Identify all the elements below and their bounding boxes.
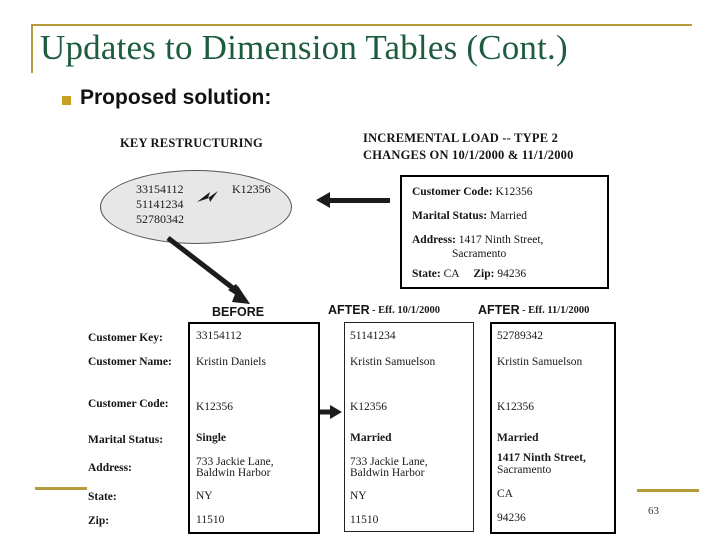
title-left-rule [31, 24, 33, 73]
source-zip-value: 94236 [497, 268, 527, 280]
source-state-label: State: [412, 268, 441, 280]
before-address-line1: 733 Jackie Lane, [196, 456, 274, 468]
load-arrow-head-icon [316, 192, 330, 208]
row-label-customer-code: Customer Code: [88, 398, 169, 410]
surrogate-key-2: 51141234 [136, 197, 184, 211]
after-1-marital-status: Married [350, 432, 392, 444]
before-marital-status: Single [196, 432, 227, 444]
source-address-row: Address: 1417 Ninth Street, [412, 234, 543, 246]
after-2-customer-name: Kristin Samuelson [497, 356, 583, 368]
after-1-customer-code: K12356 [350, 401, 388, 413]
after-2-zip: 94236 [497, 512, 526, 524]
after-1-column-box [344, 322, 474, 532]
source-address-line2: Sacramento [452, 248, 507, 260]
footer-bar-right [637, 489, 699, 492]
page-title: Updates to Dimension Tables (Cont.) [40, 28, 568, 67]
diagonal-arrow-icon [166, 236, 250, 304]
after-1-address-line1: 733 Jackie Lane, [350, 456, 428, 468]
heading-incremental-load-line1: INCREMENTAL LOAD -- TYPE 2 [363, 131, 559, 145]
after-2-customer-code: K12356 [497, 401, 535, 413]
before-customer-name: Kristin Daniels [196, 356, 266, 368]
natural-key: K12356 [232, 182, 271, 196]
after-2-state: CA [497, 488, 513, 500]
column-header-before: BEFORE [212, 305, 265, 319]
column-header-after-2: AFTER [478, 303, 520, 317]
source-customer-code-value: K12356 [495, 186, 533, 198]
before-customer-key: 33154112 [196, 330, 242, 342]
before-address-line2: Baldwin Harbor [196, 467, 271, 479]
after-1-zip: 11510 [350, 514, 379, 526]
source-customer-code-label: Customer Code: [412, 186, 493, 198]
row-label-marital-status: Marital Status: [88, 434, 164, 446]
column-header-after-1: AFTER [328, 303, 370, 317]
after-1-customer-key: 51141234 [350, 330, 396, 342]
source-address-line1: 1417 Ninth Street, [458, 234, 544, 246]
bullet-item: Proposed solution: [62, 86, 662, 114]
before-state: NY [196, 490, 213, 502]
slide-number: 63 [648, 505, 659, 517]
source-address-label: Address: [412, 234, 456, 246]
source-state-value: CA [443, 268, 459, 280]
source-marital-status-row: Marital Status: Married [412, 210, 527, 222]
row-label-state: State: [88, 491, 117, 503]
before-zip: 11510 [196, 514, 225, 526]
after-2-marital-status: Married [497, 432, 539, 444]
before-column-box [188, 322, 320, 534]
footer-bar-left [35, 487, 87, 490]
source-record-box [400, 175, 609, 289]
after-1-customer-name: Kristin Samuelson [350, 356, 436, 368]
load-arrow-shaft [330, 198, 390, 203]
after-1-address-line2: Baldwin Harbor [350, 467, 425, 479]
surrogate-key-3: 52780342 [136, 212, 184, 226]
square-bullet-icon [62, 96, 71, 105]
column-header-after-1-suffix: - Eff. 10/1/2000 [372, 305, 440, 316]
source-marital-status-value: Married [489, 210, 527, 222]
source-state-zip-row: State: CA Zip: 94236 [412, 268, 526, 280]
column-header-after-2-suffix: - Eff. 11/1/2000 [522, 305, 590, 316]
row-label-zip: Zip: [88, 515, 110, 527]
source-zip-label: Zip: [473, 268, 495, 280]
row-label-customer-key: Customer Key: [88, 332, 163, 344]
source-marital-status-label: Marital Status: [412, 210, 488, 222]
row-label-address: Address: [88, 462, 132, 474]
heading-incremental-load-line2: CHANGES ON 10/1/2000 & 11/1/2000 [363, 148, 574, 162]
title-top-rule [31, 24, 692, 26]
source-customer-code-row: Customer Code: K12356 [412, 186, 533, 198]
after-1-state: NY [350, 490, 367, 502]
surrogate-key-1: 33154112 [136, 182, 184, 196]
key-restructuring-ellipse [100, 170, 292, 244]
bullet-label: Proposed solution: [80, 86, 272, 109]
inline-pointer-arrow-icon [197, 191, 218, 202]
before-customer-code: K12356 [196, 401, 234, 413]
after-2-address-line1: 1417 Ninth Street, [497, 452, 586, 464]
heading-key-restructuring: KEY RESTRUCTURING [120, 136, 263, 150]
after-2-customer-key: 52789342 [497, 330, 543, 342]
after-2-column-box [490, 322, 616, 534]
row-label-customer-name: Customer Name: [88, 356, 172, 368]
transition-arrow-icon [320, 405, 342, 419]
after-2-address-line2: Sacramento [497, 464, 552, 476]
